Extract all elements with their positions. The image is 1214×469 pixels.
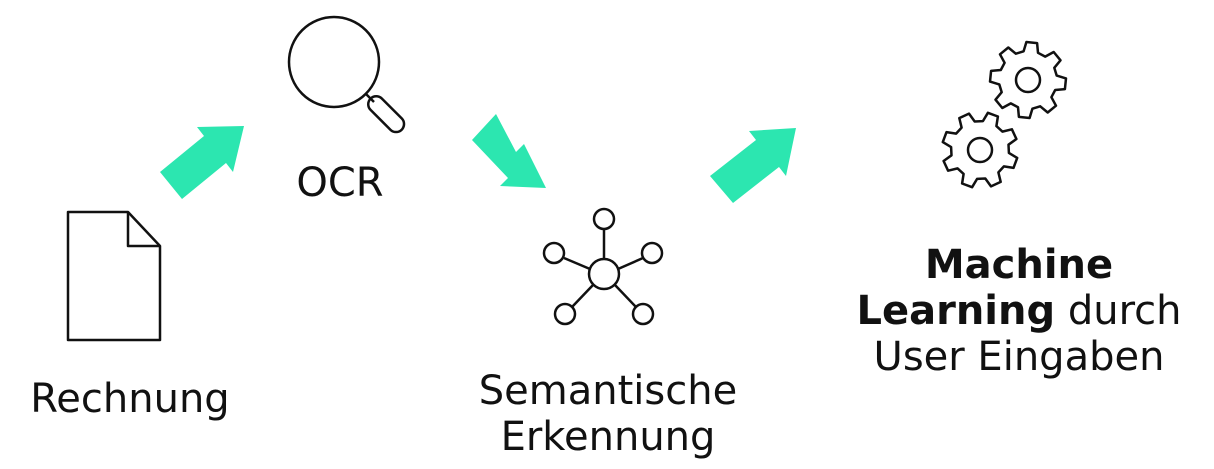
step-label-ml-rest-2: durch — [1055, 288, 1182, 334]
step-label-ocr: OCR — [296, 160, 384, 206]
gears-icon — [941, 40, 1068, 189]
step-label-ml-bold-1: Machine — [924, 242, 1114, 288]
network-icon — [542, 207, 664, 326]
arrow-ocr-to-semantic — [472, 114, 546, 188]
magnifier-icon — [287, 15, 406, 134]
arrow-semantic-to-ml — [710, 128, 796, 203]
step-label-ml-bold-2: Learning — [856, 288, 1056, 334]
step-label-semantic: Semantische Erkennung — [458, 368, 758, 460]
step-label-rechnung: Rechnung — [30, 376, 230, 422]
gear-icon-bottom — [941, 111, 1019, 189]
step-label-ml-line3: User Eingaben — [873, 334, 1165, 380]
step-label-ml-line2: Learning durch — [844, 288, 1194, 334]
document-icon — [66, 210, 162, 342]
arrow-rechnung-to-ocr — [160, 126, 244, 199]
step-label-ml: Machine Learning durch User Eingaben — [844, 242, 1194, 380]
step-label-semantic-line1: Semantische — [478, 368, 738, 414]
step-label-ml-line1: Machine — [844, 242, 1194, 288]
step-label-semantic-line2: Erkennung — [500, 414, 716, 460]
gear-icon-top — [988, 40, 1068, 120]
